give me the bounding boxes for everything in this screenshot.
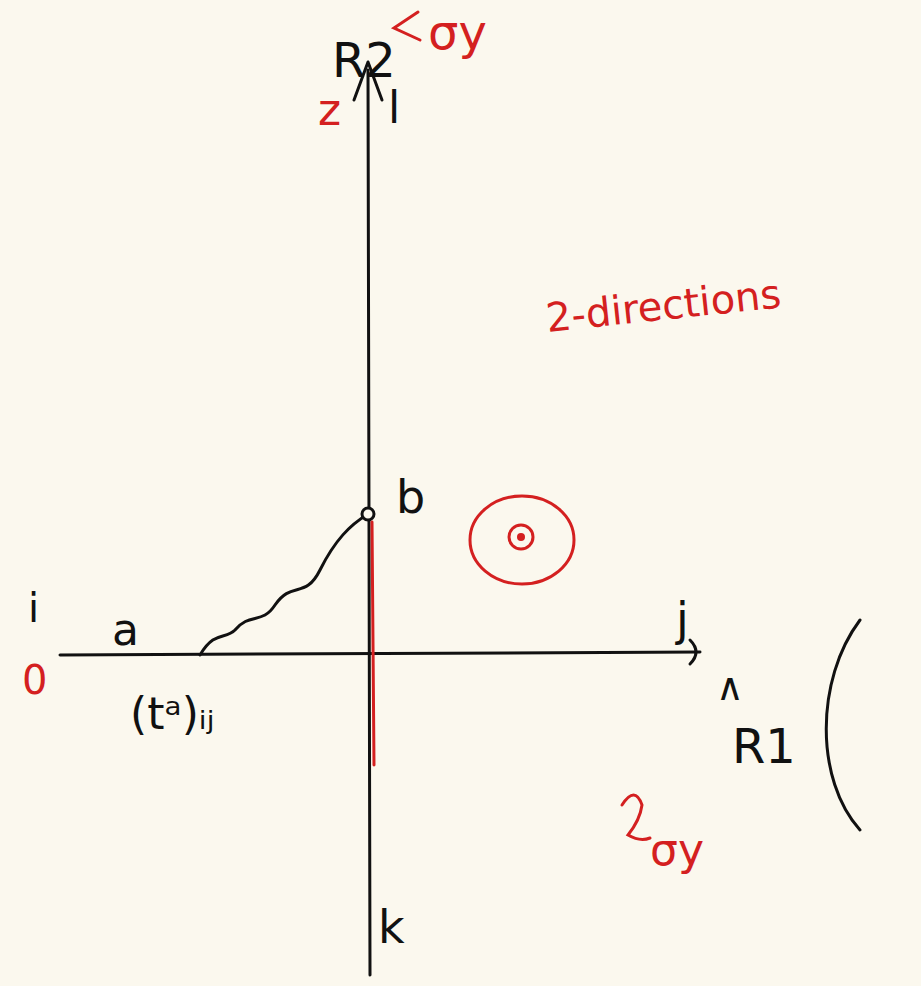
annotation-label: σy bbox=[650, 828, 704, 872]
annotation-label: (tᵃ)ᵢⱼ bbox=[130, 692, 214, 736]
annotation-label: b bbox=[396, 474, 425, 520]
annotation-label: ∧ bbox=[716, 668, 744, 706]
annotation-label: R2 bbox=[332, 36, 396, 84]
axis-r2 bbox=[368, 70, 370, 975]
out-of-plane-circle bbox=[470, 496, 574, 584]
gluon-line bbox=[200, 514, 368, 655]
red-mark bbox=[622, 795, 650, 839]
annotation-label: l bbox=[388, 86, 400, 130]
annotation-label: σy bbox=[428, 8, 487, 56]
annotation-label: 2-directions bbox=[544, 273, 783, 337]
annotation-label: i bbox=[28, 588, 39, 628]
annotation-label: R1 bbox=[732, 722, 796, 770]
annotation-label: j bbox=[676, 596, 689, 642]
out-of-plane-dot bbox=[517, 533, 525, 541]
vertex bbox=[362, 508, 374, 520]
axis-r1 bbox=[60, 652, 700, 655]
annotation-label: z bbox=[318, 88, 341, 132]
annotation-label: a bbox=[112, 608, 139, 652]
annotation-label: 0 bbox=[22, 660, 47, 700]
bracket bbox=[826, 620, 860, 830]
out-of-plane-dot bbox=[509, 525, 533, 549]
annotation-label: k bbox=[378, 904, 405, 950]
red-line bbox=[372, 522, 374, 765]
red-mark bbox=[394, 12, 420, 40]
axis-arrowhead bbox=[690, 640, 696, 664]
